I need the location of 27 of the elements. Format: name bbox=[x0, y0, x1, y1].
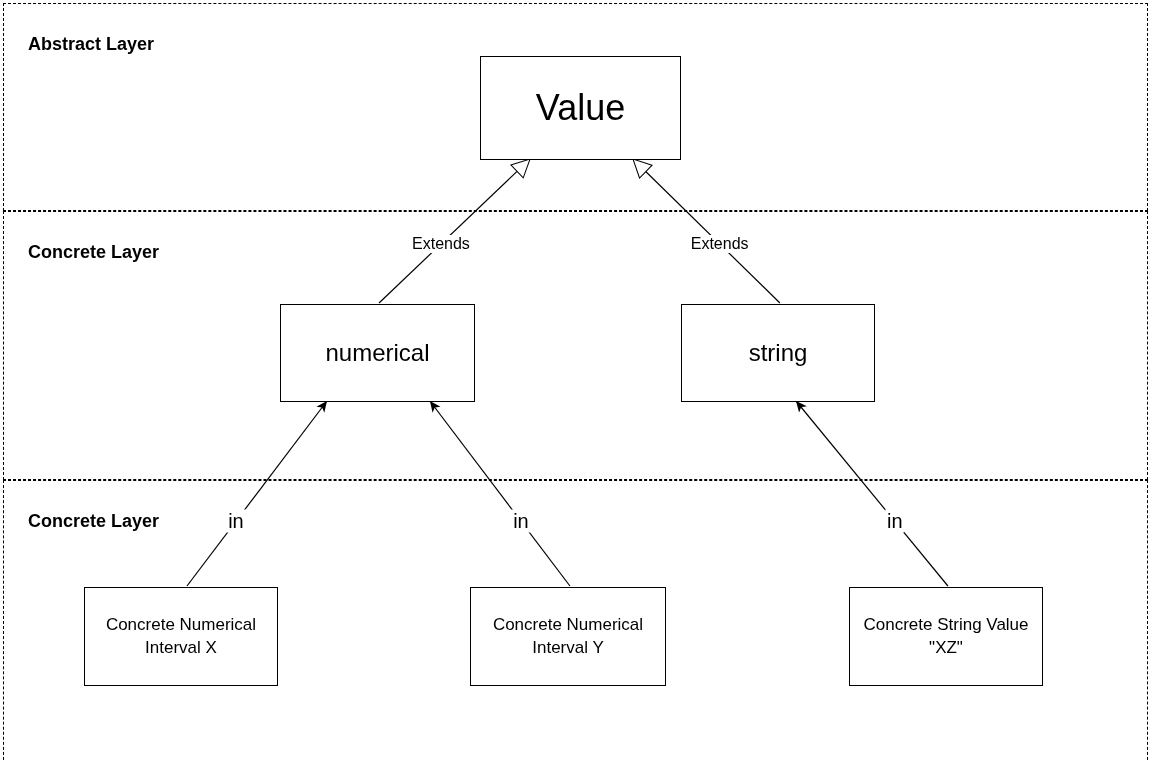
class-box bbox=[470, 587, 666, 686]
class-name: string bbox=[747, 338, 809, 369]
layer-title: Abstract Layer bbox=[28, 34, 155, 55]
class-box bbox=[280, 304, 475, 402]
class-name: numerical bbox=[324, 338, 431, 369]
layer-band bbox=[3, 480, 1148, 762]
arrow bbox=[186, 400, 328, 587]
class-box bbox=[681, 304, 875, 402]
edge-label: in bbox=[884, 509, 905, 533]
layer-title: Concrete Layer bbox=[28, 242, 160, 263]
edge-label: in bbox=[226, 509, 246, 533]
class-box bbox=[480, 56, 681, 160]
class-name: Value bbox=[534, 85, 627, 130]
layer-band bbox=[3, 211, 1148, 480]
class-name: Concrete Numerical Interval Y bbox=[491, 614, 645, 659]
layer-band bbox=[3, 3, 1148, 211]
edge-label: Extends bbox=[410, 234, 472, 253]
class-name: Concrete String Value "XZ" bbox=[862, 614, 1030, 659]
arrow bbox=[795, 400, 949, 587]
class-box bbox=[84, 587, 278, 686]
arrow bbox=[632, 158, 781, 304]
arrow bbox=[429, 400, 571, 587]
class-box bbox=[849, 587, 1043, 686]
arrow bbox=[378, 158, 531, 304]
edge-label: in bbox=[511, 509, 531, 533]
layer-title: Concrete Layer bbox=[28, 511, 160, 532]
class-name: Concrete Numerical Interval X bbox=[104, 614, 258, 659]
